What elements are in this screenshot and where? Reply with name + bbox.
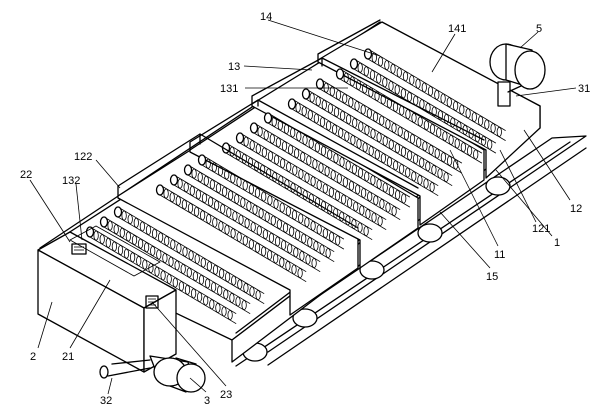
roller bbox=[183, 164, 335, 263]
motor-5 bbox=[489, 43, 546, 107]
leader-141 bbox=[431, 33, 456, 73]
roller bbox=[169, 174, 321, 273]
roller bbox=[235, 132, 387, 231]
roller bbox=[363, 48, 506, 141]
label-13: 13 bbox=[228, 61, 240, 73]
label-14: 14 bbox=[260, 11, 272, 23]
leader-14 bbox=[267, 19, 381, 57]
label-5: 5 bbox=[536, 23, 542, 35]
bottom-drum bbox=[485, 176, 511, 196]
roller bbox=[155, 184, 307, 283]
window-22 bbox=[71, 243, 87, 255]
leader-32 bbox=[107, 377, 113, 395]
label-132: 132 bbox=[62, 175, 80, 187]
roller bbox=[263, 112, 411, 208]
leader-lines bbox=[29, 19, 577, 395]
roller bbox=[99, 216, 251, 315]
roller bbox=[315, 78, 463, 174]
motor-bracket-31 bbox=[497, 81, 511, 107]
motor-3 bbox=[99, 355, 206, 393]
bottom-drum bbox=[292, 308, 318, 328]
bottom-drum bbox=[359, 260, 385, 280]
leader-2 bbox=[37, 301, 53, 349]
leader-12 bbox=[523, 129, 571, 201]
label-121: 121 bbox=[532, 223, 550, 235]
leader-132 bbox=[75, 183, 83, 241]
roller bbox=[249, 122, 401, 221]
label-15: 15 bbox=[486, 271, 498, 283]
leader-21 bbox=[69, 279, 111, 349]
leader-5 bbox=[519, 31, 539, 49]
label-12: 12 bbox=[570, 203, 582, 215]
roller bbox=[113, 206, 265, 305]
leader-23 bbox=[151, 301, 227, 387]
trough-assembly bbox=[37, 19, 587, 393]
roller bbox=[349, 58, 497, 154]
label-1: 1 bbox=[554, 237, 560, 249]
reference-labels: 14 141 13 131 122 22 132 5 31 12 121 1 1… bbox=[20, 11, 590, 407]
roller-rows bbox=[85, 48, 506, 325]
label-2: 2 bbox=[30, 351, 36, 363]
leader-31 bbox=[515, 87, 577, 97]
roller bbox=[197, 154, 345, 250]
bottom-drums bbox=[242, 176, 511, 362]
feed-box-2 bbox=[37, 225, 177, 373]
label-122: 122 bbox=[74, 151, 92, 163]
label-21: 21 bbox=[62, 351, 74, 363]
leader-13 bbox=[243, 65, 313, 71]
label-11: 11 bbox=[494, 249, 505, 261]
leader-22 bbox=[29, 179, 71, 243]
label-141: 141 bbox=[448, 23, 466, 35]
roller bbox=[335, 68, 483, 164]
leader-1 bbox=[495, 169, 553, 237]
leader-11 bbox=[449, 149, 499, 247]
label-32: 32 bbox=[100, 395, 112, 407]
roller bbox=[287, 98, 439, 197]
divider-wall-4 bbox=[317, 21, 541, 179]
label-131: 131 bbox=[220, 83, 238, 95]
label-3: 3 bbox=[204, 395, 210, 407]
bottom-drum bbox=[417, 223, 443, 243]
label-23: 23 bbox=[220, 389, 232, 401]
divider-lips bbox=[117, 19, 485, 229]
leader-122 bbox=[95, 159, 121, 189]
leader-3 bbox=[189, 377, 207, 393]
window-23 bbox=[145, 295, 159, 309]
label-22: 22 bbox=[20, 169, 32, 181]
roller bbox=[301, 88, 453, 187]
roller bbox=[85, 226, 237, 325]
label-31: 31 bbox=[578, 83, 590, 95]
leader-15 bbox=[439, 211, 491, 269]
